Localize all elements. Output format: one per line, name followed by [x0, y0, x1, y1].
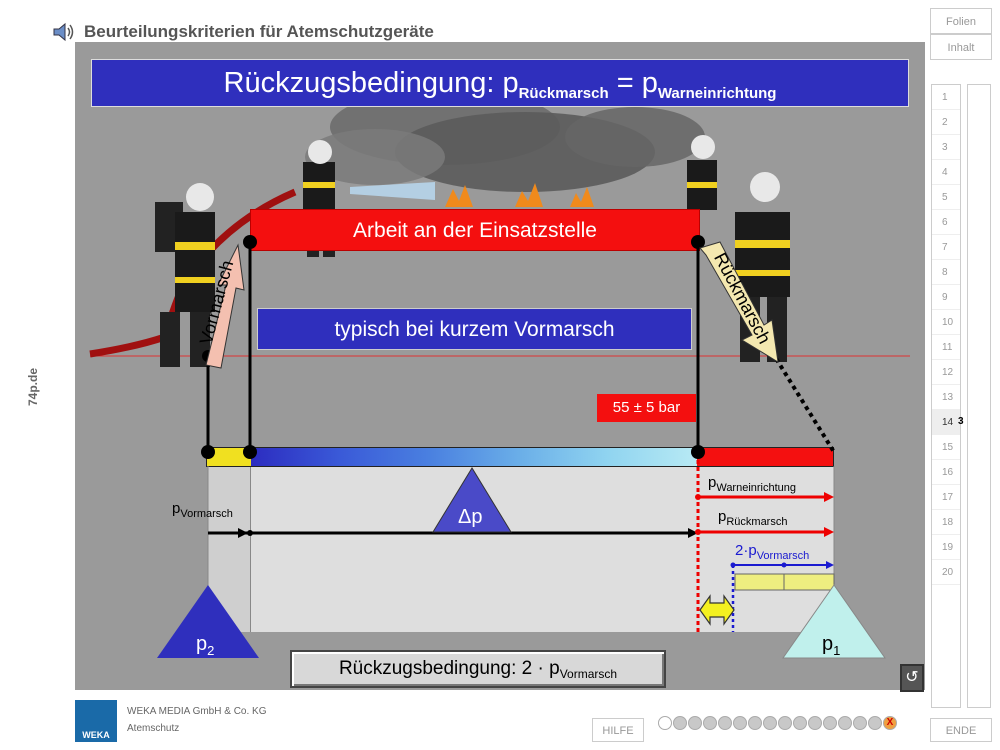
slide-item-2[interactable]: 2 [932, 110, 960, 135]
slide-list-scrollbar[interactable] [967, 84, 991, 708]
slide-item-8[interactable]: 8 [932, 260, 960, 285]
slide-item-13[interactable]: 13 [932, 385, 960, 410]
slide-item-14[interactable]: 14 [932, 410, 960, 435]
slide-item-6[interactable]: 6 [932, 210, 960, 235]
progress-dot [763, 716, 777, 730]
slide-item-9[interactable]: 9 [932, 285, 960, 310]
reload-icon: ↺ [905, 669, 919, 686]
reload-button[interactable]: ↺ [900, 664, 924, 692]
pressure-box: 55 ± 5 bar [597, 394, 696, 422]
two-p-vormarsch-label: 2·pVormarsch [735, 542, 810, 562]
slide-item-1[interactable]: 1 [932, 85, 960, 110]
typical-label-box: typisch bei kurzem Vormarsch [257, 308, 692, 350]
scene-illustration [89, 89, 910, 367]
progress-dot [733, 716, 747, 730]
current-sub-slide: 3 [958, 416, 964, 427]
progress-dot [778, 716, 792, 730]
progress-dot [703, 716, 717, 730]
work-label-box: Arbeit an der Einsatzstelle [250, 209, 700, 251]
progress-dot [748, 716, 762, 730]
weka-logo: WEKA [75, 700, 117, 742]
progress-dot [793, 716, 807, 730]
slide-item-5[interactable]: 5 [932, 185, 960, 210]
p-warneinrichtung-label: pWarneinrichtung [708, 474, 797, 494]
slide-item-11[interactable]: 11 [932, 335, 960, 360]
slide-item-19[interactable]: 19 [932, 535, 960, 560]
progress-dot [838, 716, 852, 730]
folien-button[interactable]: Folien [930, 8, 992, 34]
p1-label: p1 [822, 633, 841, 658]
progress-dot [658, 716, 672, 730]
delta-p-label: Δp [458, 506, 483, 528]
close-icon[interactable]: X [883, 716, 897, 730]
p-rueckmarsch-label: pRückmarsch [718, 508, 788, 528]
slide-item-20[interactable]: 20 [932, 560, 960, 585]
inhalt-button[interactable]: Inhalt [930, 34, 992, 60]
progress-dot [718, 716, 732, 730]
progress-dots: X [658, 716, 897, 730]
progress-dot [673, 716, 687, 730]
p-vormarsch-label: pVormarsch [172, 500, 233, 520]
slide-item-15[interactable]: 15 [932, 435, 960, 460]
slide-item-3[interactable]: 3 [932, 135, 960, 160]
footer-company: WEKA MEDIA GmbH & Co. KG [127, 706, 267, 717]
slide-item-10[interactable]: 10 [932, 310, 960, 335]
progress-dot [868, 716, 882, 730]
hilfe-button[interactable]: HILFE [592, 718, 644, 742]
p2-label: p2 [196, 633, 215, 658]
progress-dot [808, 716, 822, 730]
rueckmarsch-arrow: Rückmarsch [696, 240, 786, 365]
pressure-strip [206, 447, 834, 467]
ende-button[interactable]: ENDE [930, 718, 992, 742]
progress-dot [853, 716, 867, 730]
vormarsch-arrow: Vormarsch [196, 240, 246, 370]
progress-dot [688, 716, 702, 730]
slide-item-18[interactable]: 18 [932, 510, 960, 535]
slide-item-17[interactable]: 17 [932, 485, 960, 510]
slide-item-12[interactable]: 12 [932, 360, 960, 385]
formula-box: Rückzugsbedingung: 2 · pVormarsch [290, 650, 666, 688]
slide-item-4[interactable]: 4 [932, 160, 960, 185]
slide-item-16[interactable]: 16 [932, 460, 960, 485]
page-title: Beurteilungskriterien für Atemschutzgerä… [84, 22, 434, 41]
footer-product: Atemschutz [127, 723, 180, 734]
slide-title-box: Rückzugsbedingung: pRückmarsch = pWarnei… [91, 59, 909, 107]
slide-item-7[interactable]: 7 [932, 235, 960, 260]
progress-dot [823, 716, 837, 730]
speaker-icon[interactable] [52, 22, 76, 42]
